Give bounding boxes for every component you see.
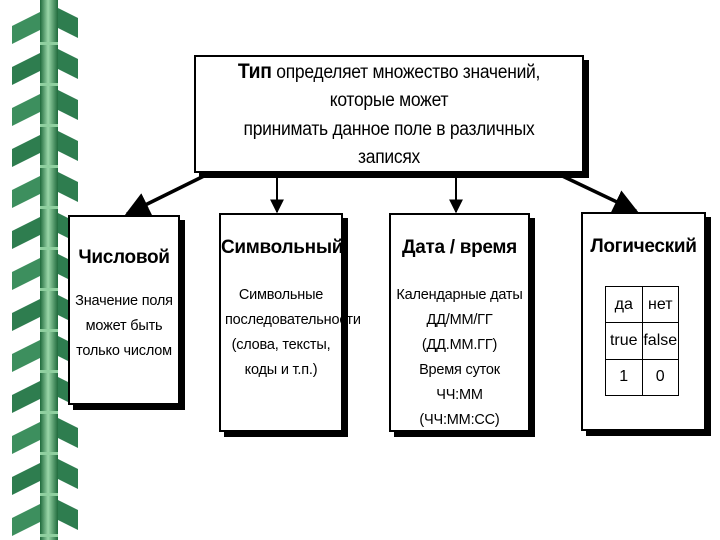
arrow-to-boolean [555, 171, 639, 213]
bamboo-leaf [12, 176, 40, 208]
table-cell: true [605, 322, 643, 360]
table-cell: 1 [605, 358, 643, 397]
bamboo-node [40, 165, 58, 168]
description-line: только числом [76, 342, 172, 359]
bamboo-node [40, 247, 58, 250]
boolean-title: Логический [590, 236, 697, 257]
definition-line-2: принимать данное поле в различных запися… [243, 118, 535, 169]
bamboo-node [40, 42, 58, 45]
bamboo-node [40, 206, 58, 209]
bamboo-leaf [12, 135, 40, 167]
bamboo-leaf [58, 49, 78, 79]
description-line: коды и т.п.) [244, 361, 318, 378]
bamboo-leaf [12, 504, 40, 536]
bamboo-node [40, 329, 58, 332]
string-title: Символьный [221, 237, 344, 258]
type-word: Тип [237, 59, 272, 83]
bamboo-node [40, 370, 58, 373]
bamboo-leaf [58, 500, 78, 530]
description-line: ДД/ММ/ГГ (ДД.ММ.ГГ) [421, 311, 498, 353]
bamboo-leaf [12, 53, 40, 85]
bamboo-node [40, 493, 58, 496]
arrow-to-numeric [124, 171, 211, 216]
description-line: может быть [85, 317, 163, 334]
table-cell: false [641, 322, 679, 360]
numeric-type-box: Числовой Значение поля может быть только… [68, 215, 180, 405]
table-row: да нет [605, 285, 679, 324]
numeric-title: Числовой [78, 247, 170, 268]
definition-line-1: определяет множество значений, которые м… [271, 61, 541, 112]
bamboo-node [40, 411, 58, 414]
table-row: true false [605, 322, 679, 360]
table-row: 1 0 [605, 358, 679, 397]
bamboo-leaf [12, 463, 40, 495]
bamboo-leaf [12, 340, 40, 372]
bamboo-leaf [58, 131, 78, 161]
datetime-title: Дата / время [402, 237, 517, 258]
description-line: (слова, тексты, [231, 336, 331, 353]
datetime-description: Календарные даты ДД/ММ/ГГ (ДД.ММ.ГГ) Вре… [395, 283, 524, 433]
description-line: последовательности [225, 311, 361, 328]
table-cell: нет [641, 285, 679, 324]
string-type-box: Символьный Символьные последовательности… [219, 213, 361, 432]
bamboo-leaf [12, 381, 40, 413]
type-definition-text: Тип определяет множество значений, котор… [211, 56, 566, 173]
bamboo-leaf [58, 459, 78, 489]
string-description: Символьные последовательности (слова, те… [225, 283, 361, 383]
numeric-description: Значение поля может быть только числом [74, 289, 174, 364]
bamboo-leaf [12, 217, 40, 249]
bamboo-node [40, 83, 58, 86]
bamboo-node [40, 452, 58, 455]
table-cell: 0 [641, 358, 679, 397]
table-cell: да [605, 285, 643, 324]
bamboo-node [40, 124, 58, 127]
bamboo-node [40, 534, 58, 537]
bamboo-leaf [12, 94, 40, 126]
bamboo-leaf [12, 422, 40, 454]
bamboo-leaf [12, 258, 40, 290]
boolean-type-box: Логический да нет true false 1 0 [581, 212, 706, 431]
bamboo-leaf [12, 12, 40, 44]
description-line: Символьные [238, 287, 324, 303]
description-line: Значение поля [75, 293, 173, 309]
boolean-values-table: да нет true false 1 0 [605, 285, 679, 397]
bamboo-node [40, 288, 58, 291]
bamboo-leaf [12, 299, 40, 331]
type-definition-box: Тип определяет множество значений, котор… [194, 55, 584, 173]
datetime-type-box: Дата / время Календарные даты ДД/ММ/ГГ (… [389, 213, 530, 432]
description-line: ЧЧ:ММ (ЧЧ:ММ:СС) [419, 386, 500, 428]
description-line: Время суток [419, 361, 500, 378]
bamboo-leaf [58, 8, 78, 38]
bamboo-leaf [58, 418, 78, 448]
description-line: Календарные даты [396, 287, 523, 303]
bamboo-leaf [58, 172, 78, 202]
bamboo-leaf [58, 90, 78, 120]
